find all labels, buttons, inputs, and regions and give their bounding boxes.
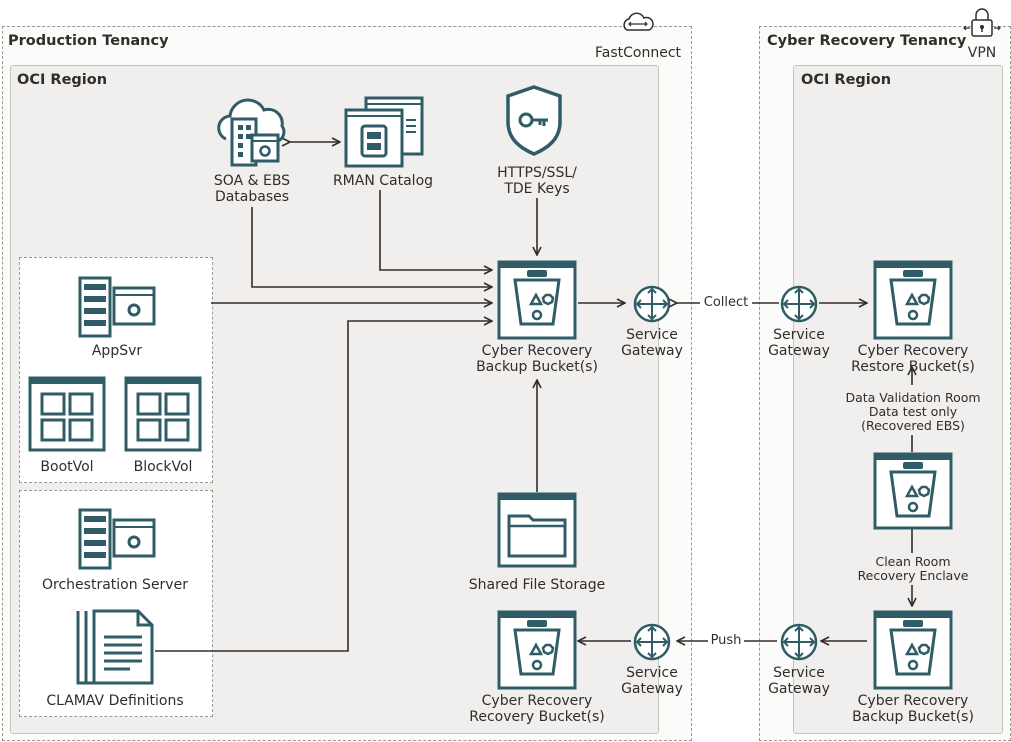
soa-ebs-label-line2: Databases bbox=[214, 189, 290, 205]
push-label: Push bbox=[710, 633, 742, 648]
cyber-backup-bucket-icon bbox=[873, 610, 953, 694]
production-backup-label-line2: Backup Bucket(s) bbox=[476, 359, 598, 375]
rman-catalog-icon bbox=[344, 96, 424, 172]
blockvol-label: BlockVol bbox=[133, 459, 193, 475]
data-validation-room-line2: Data test only bbox=[868, 404, 958, 419]
cyber-restore-bucket-icon bbox=[873, 260, 953, 344]
rman-catalog-label: RMAN Catalog bbox=[332, 173, 434, 189]
production-sg2-label-line2: Gateway bbox=[621, 681, 683, 697]
cyber-backup-label-line2: Backup Bucket(s) bbox=[852, 709, 974, 725]
production-sg1-label-line1: Service bbox=[626, 327, 678, 343]
cyber-sg1-label-line1: Service bbox=[773, 327, 825, 343]
cyber-restore-label-line2: Restore Bucket(s) bbox=[851, 359, 975, 375]
vpn-label: VPN bbox=[967, 45, 997, 61]
fastconnect-icon bbox=[619, 11, 657, 41]
clean-room-bucket-icon bbox=[873, 452, 953, 534]
data-validation-room-line3: (Recovered EBS) bbox=[861, 418, 965, 433]
production-backup-bucket-icon bbox=[497, 260, 577, 344]
production-sg1-label-line2: Gateway bbox=[621, 343, 683, 359]
production-backup-label-line1: Cyber Recovery bbox=[481, 343, 593, 359]
production-region-title: OCI Region bbox=[17, 72, 108, 88]
blockvol-icon bbox=[124, 376, 202, 456]
rman-to-backup bbox=[379, 190, 492, 270]
cyber-service-gateway-1-icon bbox=[779, 284, 819, 328]
cyber-sg2-label-line2: Gateway bbox=[768, 681, 830, 697]
clamav-to-backup bbox=[155, 321, 492, 652]
production-service-gateway-1-icon bbox=[632, 284, 672, 328]
cyber-sg1-label-line2: Gateway bbox=[768, 343, 830, 359]
clamav-document-icon bbox=[76, 609, 156, 689]
keys-label-line2: TDE Keys bbox=[504, 181, 570, 197]
key-shield-icon bbox=[504, 84, 564, 160]
orchestration-server-label: Orchestration Server bbox=[42, 577, 188, 593]
production-sg2-label-line1: Service bbox=[626, 665, 678, 681]
clean-room-line2: Recovery Enclave bbox=[857, 568, 969, 583]
production-recovery-label-line1: Cyber Recovery bbox=[481, 693, 593, 709]
cyber-sg2-label-line1: Service bbox=[773, 665, 825, 681]
appsvr-label: AppSvr bbox=[91, 343, 143, 359]
cyber-region-title: OCI Region bbox=[801, 72, 892, 88]
orchestration-server-icon bbox=[78, 508, 156, 574]
data-validation-room-line1: Data Validation Room bbox=[845, 390, 981, 405]
fastconnect-label: FastConnect bbox=[594, 45, 682, 61]
shared-file-storage-icon bbox=[497, 492, 577, 572]
cyber-restore-label-line1: Cyber Recovery bbox=[857, 343, 969, 359]
clamav-label: CLAMAV Definitions bbox=[46, 693, 184, 709]
soa-to-backup bbox=[251, 207, 492, 287]
cyber-backup-label-line1: Cyber Recovery bbox=[857, 693, 969, 709]
cyber-service-gateway-2-icon bbox=[779, 622, 819, 666]
production-tenancy-title: Production Tenancy bbox=[8, 33, 169, 49]
bootvol-icon bbox=[28, 376, 106, 456]
soa-ebs-database-cloud-icon bbox=[212, 93, 294, 171]
production-recovery-bucket-icon bbox=[497, 610, 577, 694]
keys-label-line1: HTTPS/SSL/ bbox=[497, 165, 577, 181]
bootvol-label: BootVol bbox=[40, 459, 94, 475]
shared-file-storage-label: Shared File Storage bbox=[468, 577, 606, 593]
production-service-gateway-2-icon bbox=[632, 622, 672, 666]
production-recovery-label-line2: Recovery Bucket(s) bbox=[469, 709, 605, 725]
collect-label: Collect bbox=[703, 295, 749, 310]
cyber-tenancy-title: Cyber Recovery Tenancy bbox=[767, 33, 967, 49]
soa-ebs-label-line1: SOA & EBS bbox=[213, 173, 291, 189]
vpn-icon bbox=[962, 6, 1002, 44]
clean-room-line1: Clean Room bbox=[875, 554, 951, 569]
appsvr-icon bbox=[78, 276, 156, 342]
